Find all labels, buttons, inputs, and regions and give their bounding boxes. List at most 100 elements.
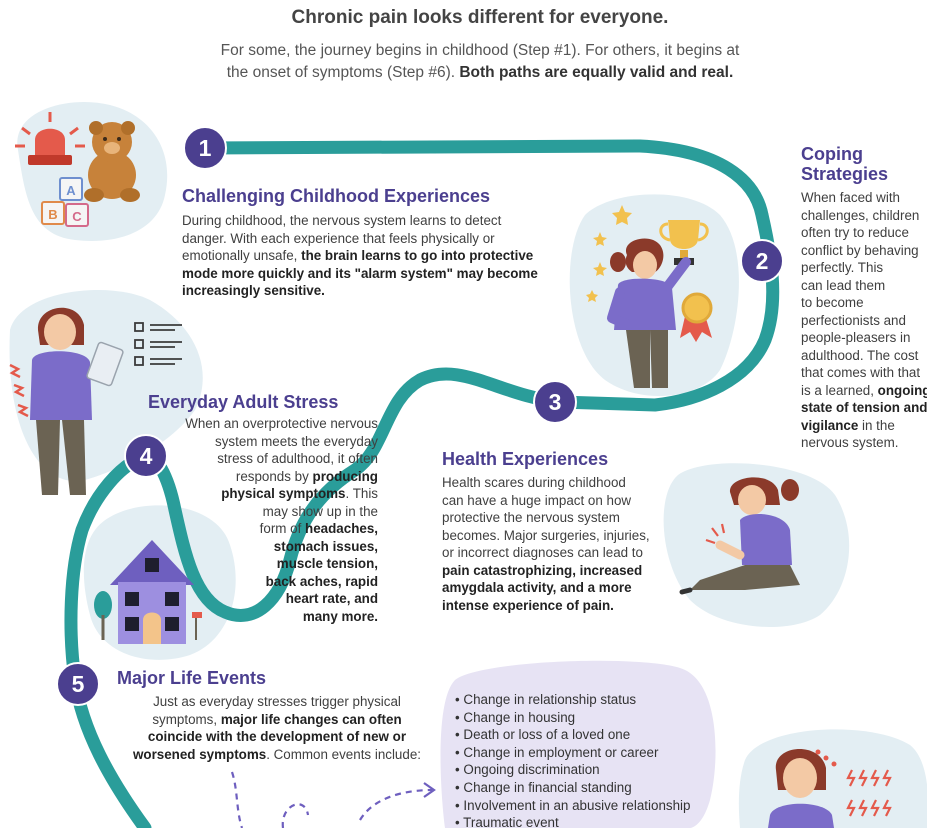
text-line: intense experience of pain. [442, 597, 614, 613]
text-line: danger. With each experience that feels … [182, 230, 495, 246]
alphabet-blocks-icon: A B C [41, 177, 89, 227]
symptoms-blob [738, 729, 927, 828]
text-line: people-pleasers in [801, 330, 911, 345]
symptoms-illustration [768, 749, 892, 828]
step-5-body: Just as everyday stresses trigger physic… [107, 693, 447, 763]
text-line: many more. [302, 608, 378, 624]
text-line: mode more quickly and its "alarm system"… [182, 265, 538, 281]
text-line: perfectionists and [801, 312, 906, 328]
house-illustration [94, 540, 202, 644]
block-a-label: A [66, 183, 76, 198]
text-line: conflict by behaving [801, 242, 919, 258]
step-1-section: Challenging Childhood Experiences During… [182, 186, 562, 300]
text-line: to become [801, 295, 864, 310]
list-item: Change in employment or career [455, 744, 715, 762]
medal-icon [680, 292, 713, 342]
step-4-badge: 4 [124, 434, 168, 478]
step-3-badge: 3 [533, 380, 577, 424]
text-line: amygdala activity, and a more [442, 580, 632, 595]
text-line: or incorrect diagnoses can lead to [442, 545, 643, 560]
text-line: muscle tension, [276, 556, 378, 571]
text-line: may show up in the [262, 503, 378, 519]
stress-illustration [9, 307, 182, 495]
page-title: Chronic pain looks different for everyon… [291, 7, 669, 28]
list-item: Ongoing discrimination [455, 761, 715, 779]
text-line: that comes with that [801, 365, 921, 380]
step-5-title: Major Life Events [117, 668, 267, 688]
text-line: Health scares during childhood [442, 475, 626, 490]
text-line: When faced with [801, 190, 900, 205]
list-item: Involvement in an abusive relationship [455, 797, 715, 815]
text-line: often try to reduce [801, 225, 909, 240]
stress-lines-icon [9, 363, 29, 418]
text-line: can have a huge impact on how [442, 492, 632, 508]
list-item: Death or loss of a loved one [455, 726, 715, 744]
health-illustration [679, 477, 800, 595]
teddy-bear-icon [84, 121, 140, 202]
text-line: system meets the everyday [215, 433, 378, 449]
text-line: heart rate, and [285, 591, 378, 606]
page-subtitle: For some, the journey begins in childhoo… [0, 40, 927, 84]
text-line: symptoms, major life changes can often [152, 711, 402, 727]
text-line: increasingly sensitive. [182, 283, 325, 298]
text-line: coincide with the development of new or [147, 729, 407, 744]
text-line: becomes. Major surgeries, injuries, [442, 527, 650, 543]
text-line: back aches, rapid [265, 573, 378, 589]
girl-figure [607, 238, 691, 388]
text-line: During childhood, the nervous system lea… [182, 213, 502, 228]
life-events-list: Change in relationship status Change in … [455, 691, 715, 832]
dashed-squiggle-mid [281, 803, 310, 828]
text-line: nervous system. [801, 435, 899, 450]
lightning-bolts-icon [846, 769, 892, 817]
step-3-body: Health scares during childhood can have a… [442, 474, 682, 614]
text-line: Just as everyday stresses trigger physic… [153, 694, 401, 709]
text-line: responds by producing [235, 468, 378, 484]
list-item: Traumatic event [455, 814, 715, 832]
text-line: state of tension and [801, 400, 927, 415]
sparkle-stars-icon [586, 205, 632, 302]
text-line: emotionally unsafe, the brain learns to … [182, 248, 534, 263]
text-line: adulthood. The cost [801, 347, 919, 363]
step-3-section: Health Experiences Health scares during … [442, 449, 682, 614]
step-2-title-line-2: Strategies [801, 164, 889, 184]
list-item: Change in housing [455, 709, 715, 727]
text-line: vigilance in the [801, 417, 895, 433]
text-line: is a learned, ongoing [801, 382, 927, 398]
step-4-body: When an overprotective nervous system mee… [160, 415, 378, 625]
dashed-arrow-head [423, 782, 436, 798]
journey-path [64, 139, 780, 828]
coping-illustration [586, 205, 713, 388]
step-2-title-line-1: Coping [801, 144, 863, 164]
woman-figure [30, 307, 124, 495]
text-line: challenges, children [801, 207, 920, 223]
subtitle-line-2: the onset of symptoms (Step #6). Both pa… [226, 64, 734, 81]
alert-dots-icon [815, 749, 837, 767]
block-c-label: C [72, 209, 82, 224]
text-line: worsened symptoms. Common events include… [132, 746, 421, 762]
step-4-heading: Everyday Adult Stress [148, 392, 339, 412]
childhood-illustration: A B C [15, 112, 140, 227]
step-1-title: Challenging Childhood Experiences [182, 186, 491, 206]
list-item: Change in relationship status [455, 691, 715, 709]
text-line: When an overprotective nervous [185, 416, 378, 431]
text-line: protective the nervous system [442, 510, 620, 525]
text-line: perfectly. This [801, 260, 884, 275]
subtitle-line-1: For some, the journey begins in childhoo… [220, 42, 740, 59]
text-line: form of headaches, [259, 521, 378, 536]
text-line: pain catastrophizing, increased [442, 562, 643, 578]
pain-lines-icon [705, 523, 726, 545]
step-1-body: During childhood, the nervous system lea… [182, 212, 562, 300]
list-item: Change in financial standing [455, 779, 715, 797]
checklist-icon [134, 322, 182, 366]
step-2-section: Coping Strategies When faced with challen… [801, 144, 927, 452]
step-5-section: Major Life Events Just as everyday stres… [117, 668, 447, 763]
block-b-label: B [48, 207, 57, 222]
dashed-squiggle-left [230, 771, 244, 828]
step-5-badge: 5 [56, 662, 100, 706]
text-line: physical symptoms. This [221, 486, 378, 501]
alarm-light-icon [15, 112, 85, 165]
step-2-badge: 2 [740, 239, 784, 283]
text-line: stomach issues, [273, 538, 378, 554]
step-2-body: When faced with challenges, children often… [801, 189, 927, 452]
text-line: can lead them [801, 277, 886, 293]
